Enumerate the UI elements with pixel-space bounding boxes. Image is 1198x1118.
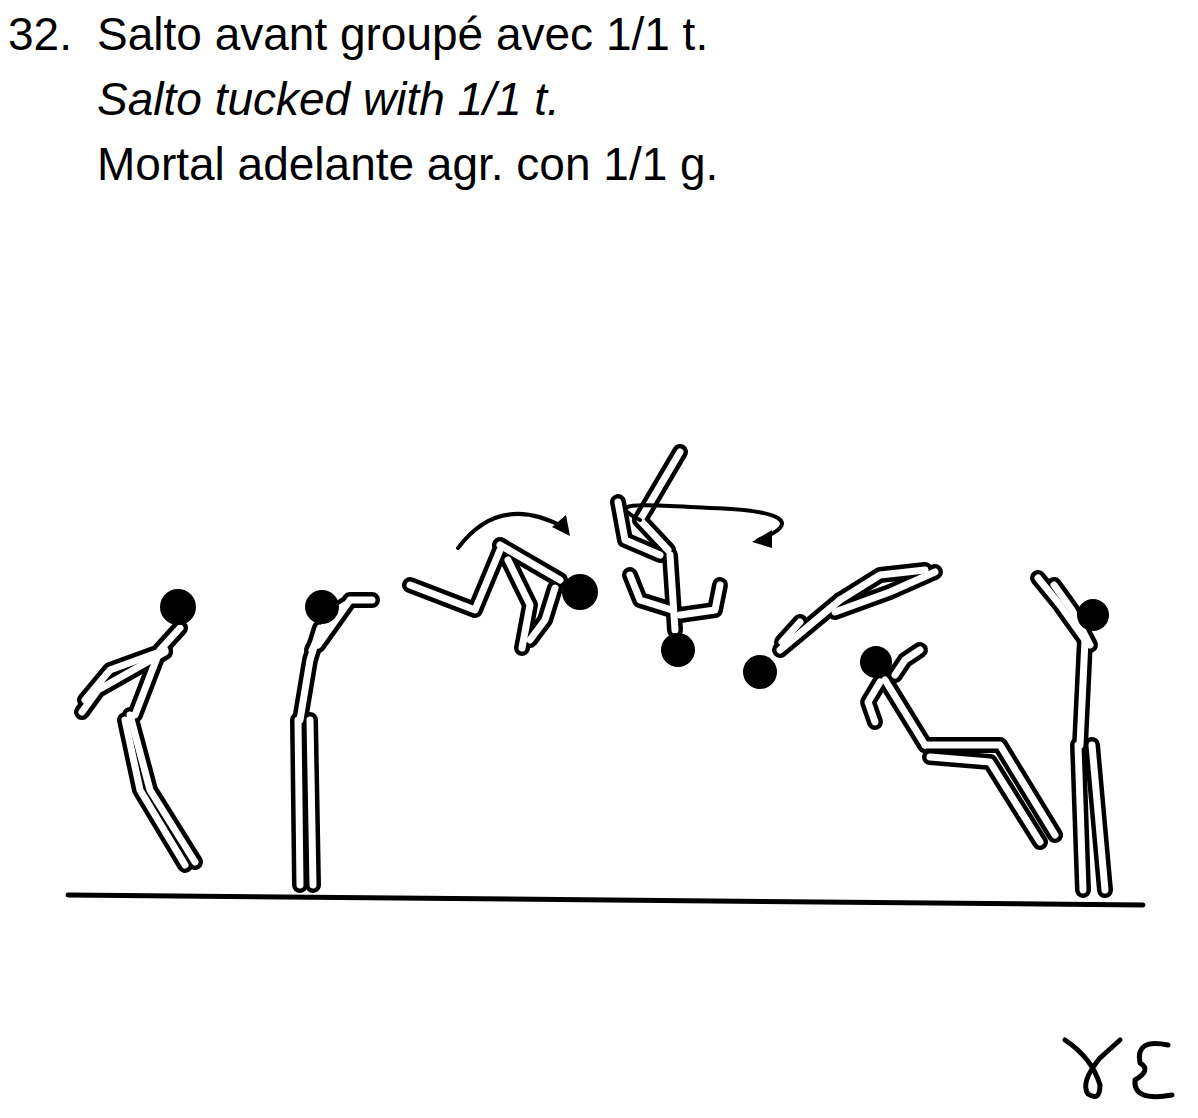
signature-mark <box>1065 1040 1172 1097</box>
arrow-heads <box>552 515 772 548</box>
element-name-en: Salto tucked with 1/1 t. <box>97 76 560 122</box>
rotation-arrows <box>458 505 782 548</box>
figure-fill <box>82 452 1105 890</box>
ground-line <box>68 895 1143 905</box>
figure-outline <box>82 452 1105 890</box>
element-name-fr: Salto avant groupé avec 1/1 t. <box>97 11 708 57</box>
figure-heads <box>160 574 1109 689</box>
element-number: 32. <box>8 11 72 57</box>
element-name-es: Mortal adelante agr. con 1/1 g. <box>97 141 718 187</box>
